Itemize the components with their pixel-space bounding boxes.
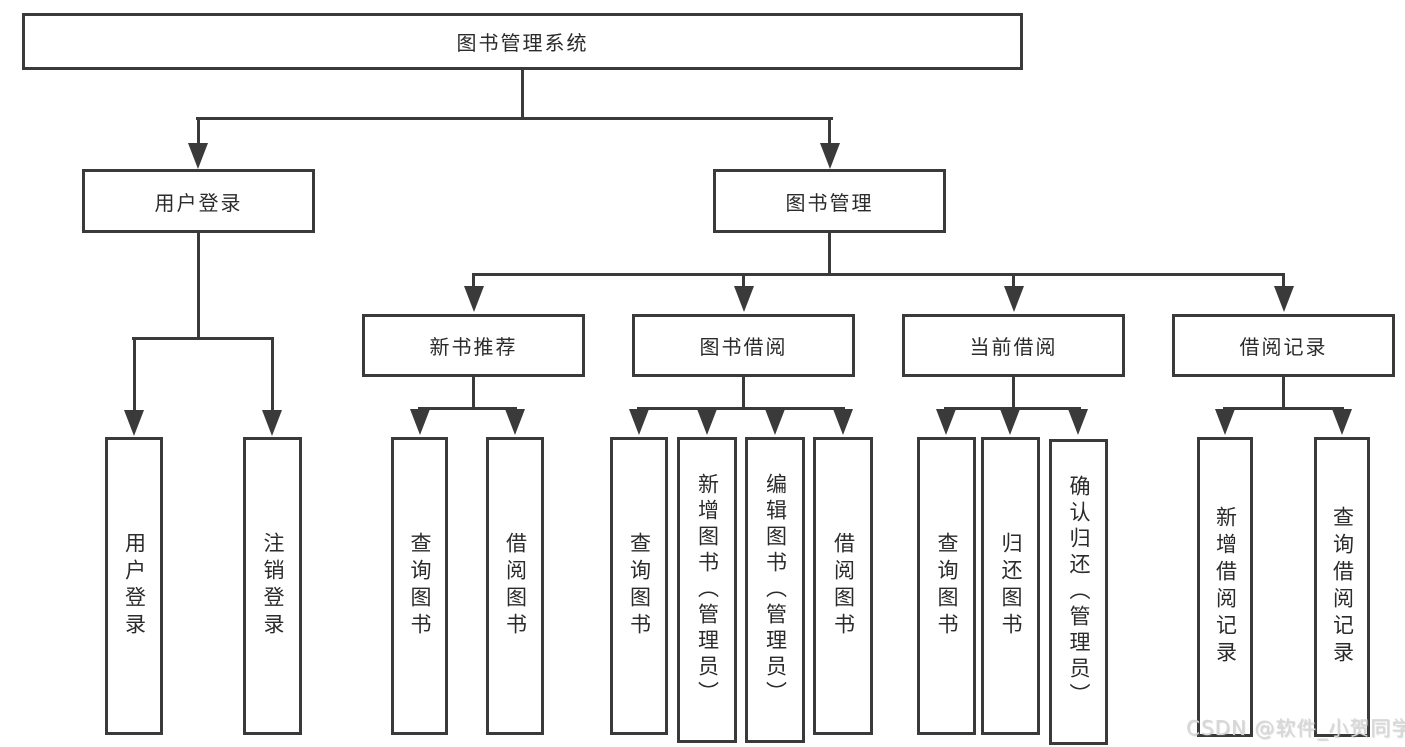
leaf-return-book: 归还图书 bbox=[981, 437, 1040, 735]
arrow-down-icon bbox=[464, 286, 484, 312]
leaf-add-book-admin: 新增图书（管理员） bbox=[677, 437, 737, 743]
connector-line bbox=[1012, 377, 1015, 410]
leaf-query-book-recommend: 查询图书 bbox=[391, 437, 448, 735]
connector-line bbox=[196, 117, 833, 120]
node-current-borrow: 当前借阅 bbox=[902, 314, 1125, 377]
arrow-down-icon bbox=[262, 410, 282, 436]
leaf-edit-book-admin: 编辑图书（管理员） bbox=[745, 437, 805, 743]
arrow-down-icon bbox=[936, 409, 956, 435]
connector-line bbox=[1223, 407, 1344, 410]
arrow-down-icon bbox=[697, 409, 717, 435]
connector-line bbox=[472, 377, 475, 410]
arrow-down-icon bbox=[1332, 409, 1352, 435]
connector-line bbox=[197, 233, 200, 340]
connector-line bbox=[132, 337, 274, 340]
leaf-query-borrow-record: 查询借阅记录 bbox=[1314, 437, 1370, 737]
arrow-down-icon bbox=[765, 409, 785, 435]
connector-line bbox=[1282, 273, 1285, 288]
leaf-borrow-book-recommend: 借阅图书 bbox=[486, 437, 544, 735]
connector-line bbox=[742, 377, 745, 410]
node-new-book-recommend: 新书推荐 bbox=[362, 314, 585, 377]
connector-line bbox=[1282, 377, 1285, 410]
connector-line bbox=[1012, 273, 1015, 288]
arrow-down-icon bbox=[1000, 409, 1020, 435]
connector-line bbox=[197, 117, 200, 145]
leaf-confirm-return-admin: 确认归还（管理员） bbox=[1049, 439, 1108, 745]
arrow-down-icon bbox=[820, 143, 840, 169]
arrow-down-icon bbox=[188, 143, 208, 169]
connector-line bbox=[742, 273, 745, 288]
connector-line bbox=[944, 407, 1081, 410]
arrow-down-icon bbox=[1068, 409, 1088, 435]
node-user-login: 用户登录 bbox=[82, 169, 315, 233]
arrow-down-icon bbox=[629, 409, 649, 435]
connector-line bbox=[828, 117, 831, 145]
connector-line bbox=[271, 337, 274, 412]
leaf-borrow-book: 借阅图书 bbox=[813, 437, 873, 735]
leaf-query-book-borrow: 查询图书 bbox=[610, 437, 668, 735]
node-library-management-system: 图书管理系统 bbox=[22, 13, 1023, 70]
connector-line bbox=[828, 233, 831, 276]
connector-line bbox=[472, 273, 1285, 276]
arrow-down-icon bbox=[505, 409, 525, 435]
leaf-add-borrow-record: 新增借阅记录 bbox=[1197, 437, 1253, 737]
arrow-down-icon bbox=[1004, 286, 1024, 312]
arrow-down-icon bbox=[124, 410, 144, 436]
arrow-down-icon bbox=[1215, 409, 1235, 435]
connector-line bbox=[521, 70, 524, 119]
connector-line bbox=[133, 337, 136, 412]
csdn-watermark: CSDN @软件_小贺同学 bbox=[1186, 716, 1405, 740]
arrow-down-icon bbox=[734, 286, 754, 312]
leaf-user-login: 用户登录 bbox=[105, 437, 163, 735]
arrow-down-icon bbox=[410, 409, 430, 435]
leaf-logout-login: 注销登录 bbox=[243, 437, 302, 735]
connector-line bbox=[418, 407, 517, 410]
node-borrow-records: 借阅记录 bbox=[1172, 314, 1395, 377]
arrow-down-icon bbox=[833, 409, 853, 435]
connector-line bbox=[472, 273, 475, 288]
connector-line bbox=[637, 407, 845, 410]
leaf-query-book-current: 查询图书 bbox=[917, 437, 976, 735]
node-book-borrow: 图书借阅 bbox=[632, 314, 855, 377]
arrow-down-icon bbox=[1274, 286, 1294, 312]
node-book-management: 图书管理 bbox=[713, 169, 946, 233]
